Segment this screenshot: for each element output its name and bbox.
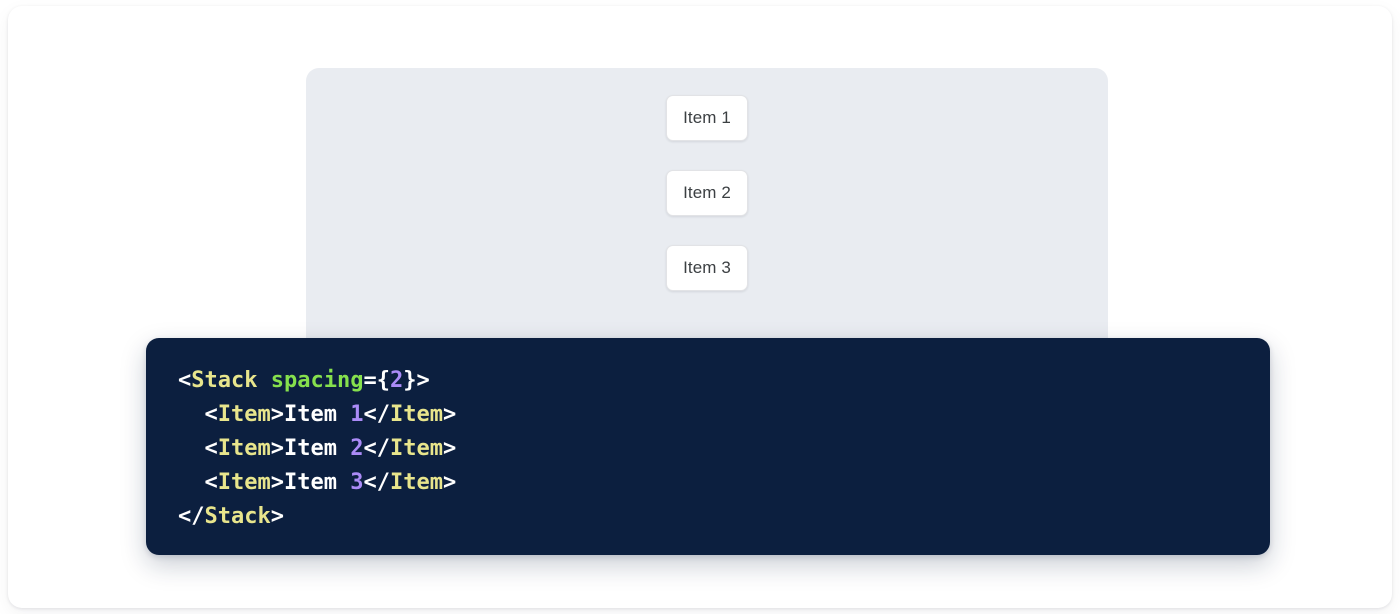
- code-token-text: [178, 402, 205, 427]
- code-token-text: [257, 368, 270, 393]
- code-token-num: 2: [350, 436, 364, 461]
- code-token-punc: </: [178, 504, 205, 529]
- code-token-punc: </: [363, 436, 390, 461]
- code-token-tag: Item: [217, 436, 271, 461]
- stack-item-label: Item 2: [683, 183, 731, 202]
- code-token-text: Item: [283, 436, 351, 461]
- stack-item-card: Item 1: [666, 95, 748, 141]
- stack-item-label: Item 1: [683, 108, 731, 127]
- code-token-punc: >: [270, 436, 284, 461]
- code-token-tag: Stack: [191, 368, 258, 393]
- code-line: <Item>Item 3</Item>: [178, 470, 457, 495]
- code-token-tag: Stack: [204, 504, 271, 529]
- stack-preview-panel: Item 1 Item 2 Item 3: [306, 68, 1108, 378]
- stack-item-label: Item 3: [683, 258, 731, 277]
- code-token-punc: >: [442, 402, 457, 427]
- code-token-punc: </: [363, 470, 390, 495]
- stack-container: Item 1 Item 2 Item 3: [306, 68, 1108, 291]
- code-token-num: 3: [350, 470, 364, 495]
- code-token-punc: <: [204, 470, 218, 495]
- code-token-punc: <: [178, 368, 192, 393]
- code-token-punc: }>: [403, 368, 430, 393]
- code-token-punc: <: [204, 436, 218, 461]
- code-token-punc: >: [442, 470, 457, 495]
- code-snippet-block: <Stack spacing={2}> <Item>Item 1</Item> …: [146, 338, 1270, 555]
- code-token-text: [178, 436, 205, 461]
- code-line: <Item>Item 1</Item>: [178, 402, 457, 427]
- code-token-tag: Item: [217, 402, 271, 427]
- code-token-attr: spacing: [270, 368, 364, 393]
- code-token-tag: Item: [389, 402, 443, 427]
- code-token-punc: ={: [363, 368, 390, 393]
- code-token-punc: >: [270, 504, 284, 529]
- code-token-text: Item: [283, 470, 351, 495]
- code-line: <Stack spacing={2}>: [178, 368, 430, 393]
- code-token-punc: </: [363, 402, 390, 427]
- code-token-punc: >: [270, 402, 284, 427]
- code-token-num: 2: [389, 368, 404, 393]
- code-token-text: [178, 470, 205, 495]
- code-token-punc: <: [204, 402, 218, 427]
- code-line: </Stack>: [178, 504, 284, 529]
- code-token-punc: >: [442, 436, 457, 461]
- code-token-tag: Item: [217, 470, 271, 495]
- stack-item-card: Item 2: [666, 170, 748, 216]
- code-token-punc: >: [270, 470, 284, 495]
- code-token-text: Item: [283, 402, 351, 427]
- code-line: <Item>Item 2</Item>: [178, 436, 457, 461]
- stack-item-card: Item 3: [666, 245, 748, 291]
- code-snippet-text: <Stack spacing={2}> <Item>Item 1</Item> …: [178, 364, 1270, 534]
- code-token-tag: Item: [389, 470, 443, 495]
- code-token-num: 1: [350, 402, 364, 427]
- code-token-tag: Item: [389, 436, 443, 461]
